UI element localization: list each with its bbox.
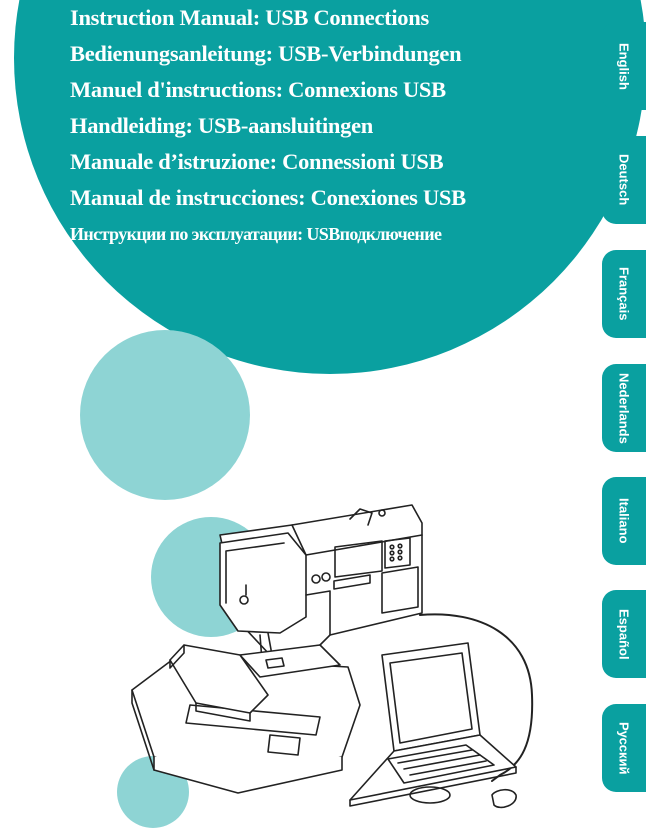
title-dutch: Handleiding: USB-aansluitingen [70,113,373,138]
decorative-circle-large [80,330,250,500]
tab-nederlands[interactable]: Nederlands [602,364,646,452]
title-russian: Инструкции по эксплуатации: USBподключен… [70,224,442,244]
tab-nederlands-label: Nederlands [616,372,632,444]
language-tabs: English Deutsch Français Nederlands Ital… [602,0,646,826]
tab-english-label: English [616,42,632,90]
tab-francais[interactable]: Français [602,250,646,338]
title-italian: Manuale d’istruzione: Connessioni USB [70,149,444,174]
tab-english[interactable]: English [602,22,646,110]
title-german: Bedienungsanleitung: USB-Verbindungen [70,41,462,66]
usb-cable [419,613,534,782]
embroidery-unit [131,644,361,794]
tab-italiano-label: Italiano [616,498,632,544]
tab-espanol[interactable]: Español [602,590,646,678]
tab-russian-label: Русский [616,721,632,775]
manual-titles: Instruction Manual: USB Connections Bedi… [70,0,490,252]
title-spanish: Manual de instrucciones: Conexiones USB [70,185,466,210]
mouse [491,788,517,809]
tab-deutsch[interactable]: Deutsch [602,136,646,224]
tab-deutsch-label: Deutsch [616,154,632,206]
tab-francais-label: Français [616,267,632,321]
sewing-machine [219,504,423,678]
laptop [349,642,517,807]
title-english: Instruction Manual: USB Connections [70,5,429,30]
sewing-machine-laptop-usb-illustration [131,504,534,809]
title-french: Manuel d'instructions: Connexions USB [70,77,446,102]
tab-russian[interactable]: Русский [602,704,646,792]
tab-espanol-label: Español [616,608,632,660]
tab-italiano[interactable]: Italiano [602,477,646,565]
